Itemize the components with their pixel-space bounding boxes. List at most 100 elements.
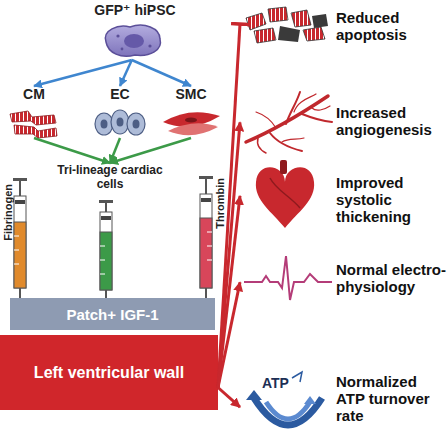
stem-cell-illustration-part: [116, 34, 119, 37]
flow-arrow: [34, 60, 132, 86]
heart-icon-part: [270, 178, 300, 208]
atp-turnover-icon: [246, 372, 322, 425]
thrombin-syringe-part: [201, 198, 211, 202]
node-text: Normal electro-physiology: [336, 261, 448, 295]
cell-syringe-part: [100, 260, 105, 261]
node-text: SMC: [160, 86, 222, 102]
flow-arrow: [120, 60, 132, 86]
diagram-node: Thrombin: [213, 178, 227, 264]
endothelial-cell-illustration: [95, 110, 145, 135]
diagram-node: CM: [8, 86, 60, 138]
angiogenesis-icon-part: [312, 106, 330, 110]
flow-arrow: [218, 388, 240, 408]
thrombin-syringe-part: [200, 218, 212, 288]
atp-turnover-icon-part: [304, 396, 316, 404]
cell-syringe-part: [100, 274, 105, 275]
fibrinogen-syringe-part: [14, 250, 19, 251]
endothelial-cell-illustration-part: [133, 120, 140, 129]
diagram-node: Normal electro-physiology: [240, 248, 448, 308]
diagram-node: Reduced apoptosis: [240, 2, 448, 50]
angiogenesis-icon-part: [286, 92, 300, 124]
icon-label: ATP: [262, 375, 289, 391]
heart-icon-part: [280, 160, 287, 174]
apoptosis-icon-part: [278, 26, 300, 42]
flow-arrow: [132, 60, 191, 86]
thrombin-syringe-part: [207, 232, 212, 233]
angiogenesis-icon-part: [282, 138, 304, 142]
smooth-muscle-illustration: [163, 112, 220, 135]
endothelial-cell-illustration-part: [111, 110, 129, 134]
node-text: GFP⁺ hiPSC: [82, 2, 188, 18]
cell-syringe-part: [100, 246, 105, 247]
flow-arrow: [34, 138, 110, 163]
fibrinogen-syringe: [13, 178, 27, 298]
diagram-node: SMC: [160, 86, 222, 138]
cell-syringe-part: [100, 232, 112, 290]
ecg-icon: [244, 256, 332, 300]
stem-cell-illustration-part: [105, 25, 160, 56]
diagram-node: Normalized ATP turnover rate: [240, 352, 448, 444]
flow-arrow: [110, 138, 191, 163]
atp-turnover-icon-part: [266, 402, 310, 419]
node-text: Improved systolic thickening: [336, 174, 448, 225]
angiogenesis-icon-part: [302, 114, 332, 122]
cardiomyocyte-illustration-part: [14, 125, 57, 138]
atp-turnover-icon-part: [292, 372, 302, 382]
fibrinogen-syringe-part: [19, 288, 21, 298]
heart-icon-part: [256, 167, 314, 228]
angiogenesis-icon-part: [270, 133, 302, 151]
diagram-node: Tri-lineage cardiac cells: [55, 163, 165, 300]
fibrinogen-syringe-part: [14, 196, 26, 288]
node-text: CM: [8, 86, 60, 102]
fibrinogen-syringe-part: [15, 200, 25, 204]
apoptosis-icon-part: [268, 7, 288, 22]
fibrinogen-syringe-part: [14, 236, 19, 237]
diagram-node: GFP⁺ hiPSC: [82, 2, 188, 60]
cardiomyocyte-illustration: [10, 111, 57, 138]
flow-arrow: [218, 282, 240, 387]
node-text: Reduced apoptosis: [336, 9, 448, 43]
endothelial-cell-illustration-part: [101, 120, 108, 129]
thrombin-syringe-part: [205, 288, 207, 298]
node-text: Thrombin: [214, 178, 226, 229]
diagram-node: Increased angiogenesis: [240, 88, 448, 154]
diagram-node: Patch+ IGF-1: [10, 298, 215, 330]
endothelial-cell-illustration-part: [95, 113, 113, 135]
endothelial-cell-illustration-part: [117, 118, 124, 127]
thrombin-syringe-part: [200, 194, 212, 288]
apoptosis-icon-part: [312, 14, 328, 28]
cell-syringe-part: [105, 290, 107, 298]
diagram-node: Fibrinogen: [1, 184, 14, 270]
flow-arrow: [218, 24, 240, 387]
apoptosis-icon-part: [303, 27, 325, 41]
angiogenesis-icon-part: [257, 138, 266, 153]
heart-icon: [256, 160, 314, 228]
cell-syringe-part: [99, 200, 113, 203]
ecg-icon-part: [244, 256, 332, 300]
stem-cell-illustration-part: [124, 34, 144, 48]
thrombin-syringe-part: [207, 246, 212, 247]
node-text: Left ventricular wall: [34, 363, 184, 382]
diagram-node: Left ventricular wall: [0, 335, 218, 410]
thrombin-syringe-part: [207, 260, 212, 261]
apoptosis-icon-part: [254, 28, 276, 43]
node-text: Fibrinogen: [2, 184, 14, 241]
fibrinogen-syringe-part: [13, 178, 27, 181]
flow-arrow: [218, 196, 240, 388]
smooth-muscle-illustration-part: [185, 118, 197, 123]
apoptosis-icon-part: [246, 13, 266, 30]
fibrinogen-syringe-part: [14, 264, 19, 265]
cell-syringe-part: [100, 212, 112, 290]
angiogenesis-icon-part: [256, 112, 276, 128]
cell-syringe-part: [101, 216, 111, 220]
diagram-node: Improved systolic thickening: [240, 160, 448, 238]
node-text: Increased angiogenesis: [336, 104, 448, 138]
cardiomyocyte-illustration-part: [10, 111, 56, 125]
node-text: Patch+ IGF-1: [66, 306, 158, 323]
flow-arrow: [218, 122, 240, 387]
apoptosis-icon-part: [291, 10, 311, 27]
angiogenesis-icon: [246, 92, 332, 153]
flow-arrow: [110, 138, 120, 163]
cell-syringe: [99, 200, 113, 298]
